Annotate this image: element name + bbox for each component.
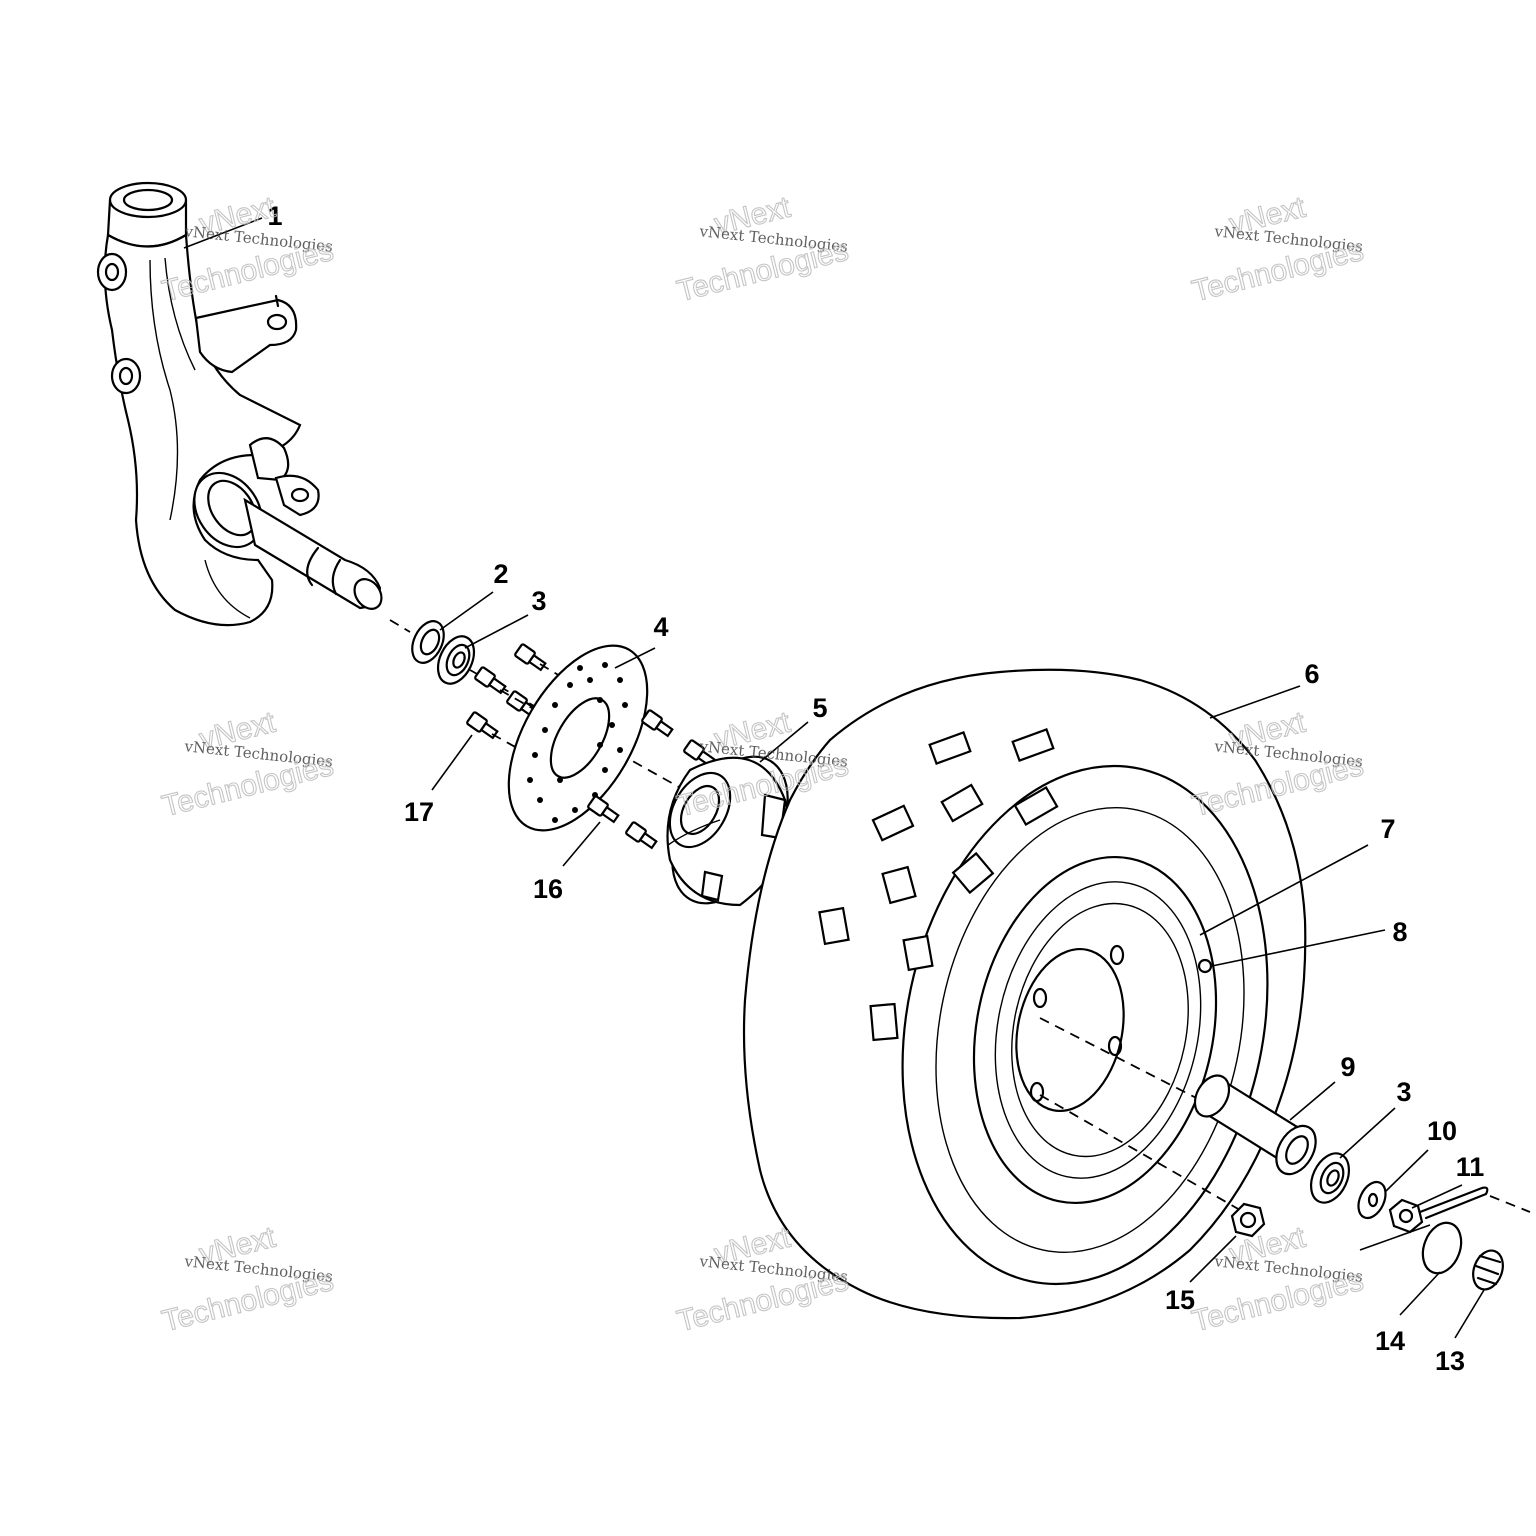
callout-3-outer: 3 [1396, 1077, 1411, 1107]
cotter-pin [1418, 1186, 1489, 1220]
callout-7: 7 [1380, 814, 1395, 844]
wheel-bearing-outer [1309, 1152, 1351, 1204]
wheel-hub [666, 755, 790, 907]
leader-lines [183, 217, 1485, 1339]
callout-3: 3 [531, 586, 546, 616]
callout-17: 17 [404, 797, 434, 827]
callout-1: 1 [267, 201, 282, 231]
washer [1357, 1180, 1387, 1220]
wheel-tire [742, 668, 1307, 1320]
steering-knuckle [96, 181, 383, 627]
spacer-tube [1193, 1074, 1317, 1176]
watermark: vNext vNext Technologies Technologies [673, 190, 852, 309]
callout-10: 10 [1427, 1116, 1457, 1146]
watermark: vNext vNext Technologies Technologies [1188, 1220, 1367, 1339]
callout-8: 8 [1392, 917, 1407, 947]
callout-6: 6 [1304, 659, 1319, 689]
lug-nut [1230, 1202, 1266, 1238]
grease-seal [411, 620, 445, 664]
castle-nut [1388, 1198, 1424, 1234]
hub-cap [1472, 1249, 1504, 1291]
callout-13: 13 [1435, 1346, 1465, 1376]
callout-16: 16 [533, 874, 563, 904]
watermark: vNext vNext Technologies Technologies [158, 705, 337, 824]
callout-labels: 1 2 3 4 5 6 7 8 9 3 10 11 13 14 15 16 17 [267, 201, 1484, 1376]
callout-2: 2 [493, 559, 508, 589]
callout-4: 4 [653, 612, 668, 642]
callout-14: 14 [1375, 1326, 1405, 1356]
callout-9: 9 [1340, 1052, 1355, 1082]
watermark: vNext vNext Technologies Technologies [158, 1220, 337, 1339]
tread-blocks [818, 728, 1059, 1042]
callout-11: 11 [1456, 1152, 1485, 1182]
wheel-bearing-inner [436, 635, 476, 685]
callout-15: 15 [1165, 1285, 1195, 1315]
brake-disc [507, 644, 649, 832]
watermark: vNext vNext Technologies Technologies [1188, 190, 1367, 309]
callout-5: 5 [812, 693, 827, 723]
o-ring [1421, 1221, 1463, 1275]
